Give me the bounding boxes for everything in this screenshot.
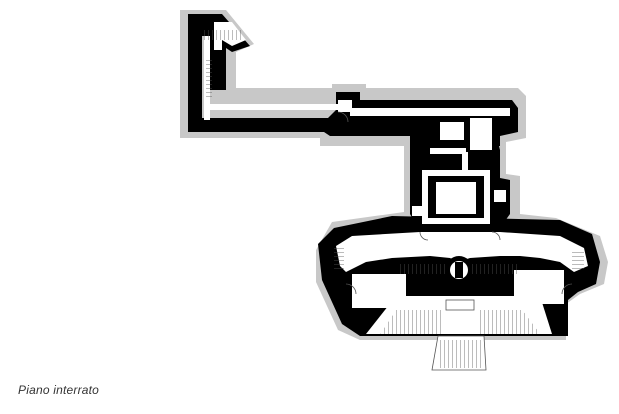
spiral-stair <box>445 256 473 284</box>
staircases <box>204 30 584 371</box>
plan-caption: Piano interrato <box>18 383 100 397</box>
floor-areas <box>204 22 588 334</box>
doors <box>337 111 573 295</box>
